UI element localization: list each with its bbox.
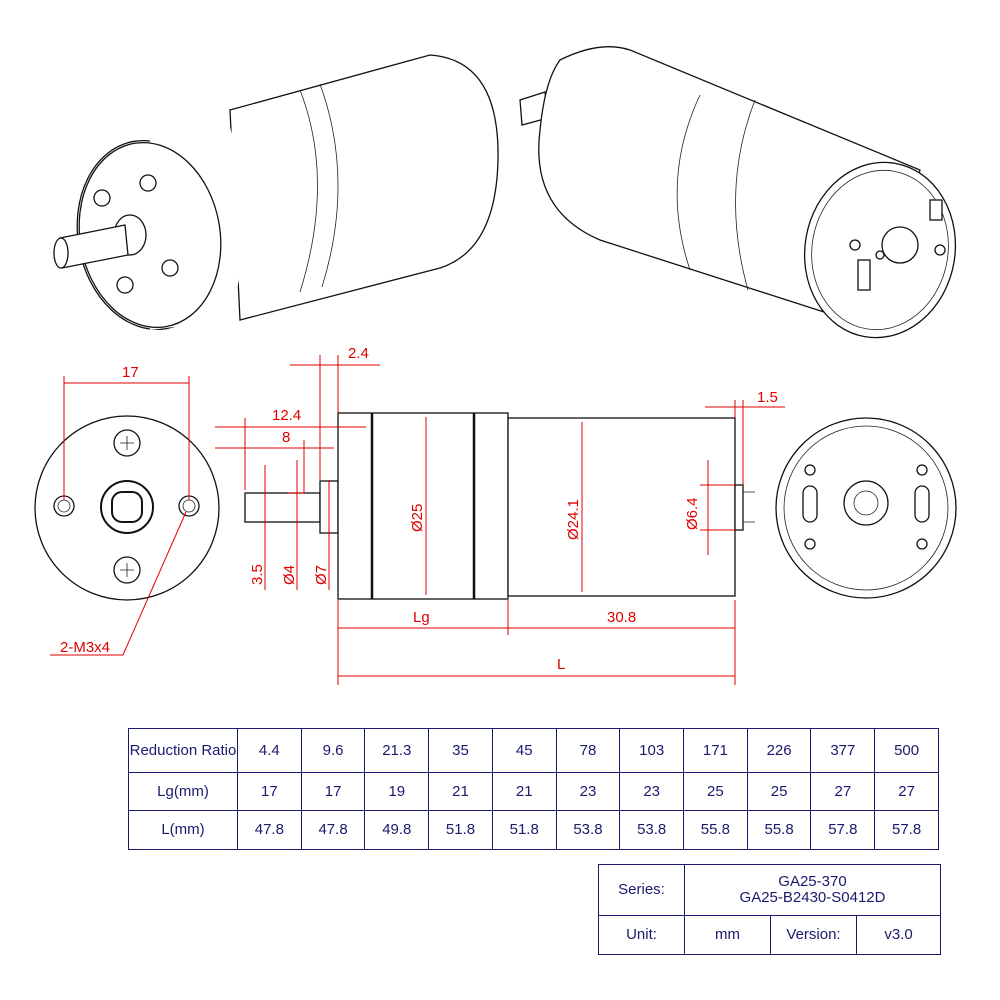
cell: 226	[746, 728, 812, 773]
ratio-table: Reduction Ratio 4.4 9.6 21.3 35 45 78 10…	[128, 728, 939, 850]
title-block: Series: GA25-370 GA25-B2430-S0412D Unit:…	[598, 864, 941, 955]
dim-mounting-holes: 2-M3x4	[60, 639, 110, 656]
cell: 55.8	[683, 810, 748, 850]
cell: 500	[874, 728, 939, 773]
series-label: Series:	[598, 864, 685, 916]
cell: 21.3	[364, 728, 430, 773]
dim-flat-width: 3.5	[249, 564, 266, 585]
series-line-2: GA25-B2430-S0412D	[739, 889, 886, 906]
dim-total-length: L	[557, 656, 565, 673]
cell: 19	[364, 772, 430, 811]
cell: 171	[683, 728, 748, 773]
cell: 35	[428, 728, 493, 773]
cell: 51.8	[428, 810, 493, 850]
series-value: GA25-370 GA25-B2430-S0412D	[684, 864, 941, 916]
motor-3d-rear-view	[519, 46, 957, 339]
cell: 9.6	[300, 728, 366, 773]
dim-gearbox-diameter: Ø25	[409, 504, 426, 532]
dim-motor-diameter: Ø24.1	[565, 499, 582, 540]
cell: 55.8	[746, 810, 812, 850]
rear-end-view	[775, 417, 957, 599]
cell: 49.8	[364, 810, 430, 850]
dim-collar-length: 2.4	[348, 345, 369, 362]
motor-3d-front-view	[53, 54, 499, 331]
side-view	[244, 412, 755, 600]
cell: 17	[300, 772, 366, 811]
row-header: L(mm)	[128, 810, 238, 850]
cell: 27	[874, 772, 939, 811]
cell: 45	[491, 728, 557, 773]
series-line-1: GA25-370	[778, 873, 847, 890]
dim-gearbox-length: Lg	[413, 609, 430, 626]
row-header: Lg(mm)	[128, 772, 238, 811]
dim-boss-length: 1.5	[757, 389, 778, 406]
cell: 51.8	[491, 810, 557, 850]
cell: 53.8	[619, 810, 685, 850]
dim-boss-diameter: Ø6.4	[684, 497, 701, 530]
dim-shaft-diameter: Ø4	[281, 565, 298, 585]
cell: 47.8	[237, 810, 302, 850]
cell: 27	[810, 772, 876, 811]
version-label: Version:	[770, 915, 857, 955]
cell: 53.8	[555, 810, 621, 850]
dim-motor-length: 30.8	[607, 609, 636, 626]
version-value: v3.0	[856, 915, 941, 955]
dim-hole-spacing: 17	[122, 364, 139, 381]
cell: 78	[555, 728, 621, 773]
cell: 23	[619, 772, 685, 811]
front-end-view	[34, 415, 220, 601]
table-row-lg: Lg(mm) 17 17 19 21 21 23 23 25 25 27 27	[128, 772, 939, 811]
cell: 21	[491, 772, 557, 811]
unit-label: Unit:	[598, 915, 685, 955]
table-row-l: L(mm) 47.8 47.8 49.8 51.8 51.8 53.8 53.8…	[128, 810, 939, 850]
cell: 21	[428, 772, 493, 811]
table-row-ratio: Reduction Ratio 4.4 9.6 21.3 35 45 78 10…	[128, 728, 939, 773]
cell: 4.4	[237, 728, 302, 773]
dimension-lines	[50, 355, 785, 685]
dimension-labels: 17 2.4 12.4 8 3.5 Ø4 Ø7 Ø25 Ø24.1 Ø6.4 1…	[60, 345, 778, 673]
cell: 103	[619, 728, 685, 773]
dim-shaft-total: 12.4	[272, 407, 301, 424]
cell: 25	[683, 772, 748, 811]
cell: 47.8	[300, 810, 366, 850]
dim-shaft-flat: 8	[282, 429, 290, 446]
cell: 57.8	[810, 810, 876, 850]
cell: 57.8	[874, 810, 939, 850]
cell: 17	[237, 772, 302, 811]
cell: 377	[810, 728, 876, 773]
dim-collar-diameter: Ø7	[313, 565, 330, 585]
cell: 23	[555, 772, 621, 811]
unit-value: mm	[684, 915, 771, 955]
row-header: Reduction Ratio	[128, 728, 238, 773]
cell: 25	[746, 772, 812, 811]
